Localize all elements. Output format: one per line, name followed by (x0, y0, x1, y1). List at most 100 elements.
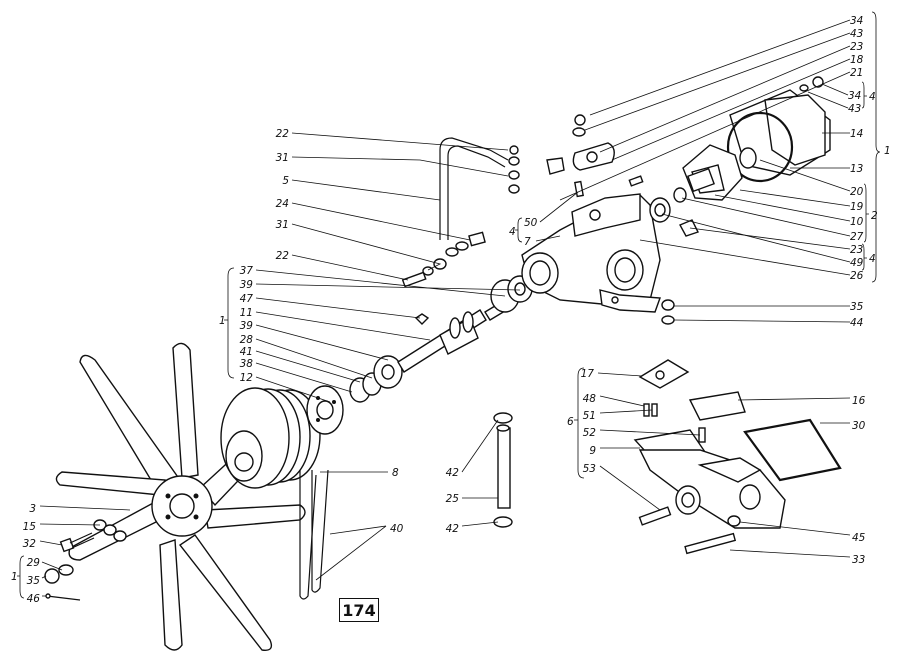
leader-line (739, 189, 851, 207)
callout-label-22: 22 (276, 128, 290, 140)
leader-line (291, 179, 441, 201)
callout-label-12: 12 (240, 372, 254, 384)
callout-label-51: 51 (583, 410, 596, 422)
callout-label-19: 19 (850, 201, 864, 213)
callout-label-25: 25 (446, 493, 460, 505)
callout-label-35: 35 (850, 301, 864, 313)
thermostat-cover-assembly (649, 76, 831, 237)
group-brace (574, 367, 585, 479)
leader-line (729, 549, 851, 558)
leader-line (315, 525, 387, 581)
leader-line (599, 45, 851, 153)
leader-line (599, 465, 661, 511)
callout-label-7: 7 (524, 236, 531, 248)
washer (661, 315, 675, 325)
callout-label-41: 41 (240, 346, 253, 358)
leader-line (255, 350, 361, 383)
callout-label-29: 29 (27, 557, 41, 569)
leader-line (714, 194, 851, 222)
leader-line (759, 159, 851, 192)
group-label-4: 4 (869, 91, 876, 103)
leader-line (291, 254, 409, 281)
group-brace (861, 243, 867, 271)
callout-label-42: 42 (446, 523, 460, 535)
callout-label-24: 24 (276, 198, 289, 210)
callout-label-34: 34 (848, 90, 861, 102)
leader-line (41, 575, 47, 579)
group-label-1: 1 (884, 145, 891, 157)
leader-line (461, 419, 499, 473)
leader-line (255, 324, 389, 361)
callout-label-22: 22 (276, 250, 290, 262)
stud-pin (574, 180, 584, 198)
leader-line (599, 429, 701, 436)
callout-label-18: 18 (850, 54, 864, 66)
callout-label-46: 46 (27, 593, 41, 605)
callout-label-44: 44 (850, 317, 863, 329)
leader-line (597, 372, 643, 377)
leader-line (255, 338, 373, 379)
callout-label-13: 13 (850, 163, 863, 175)
group-brace (515, 217, 523, 243)
leader-line (689, 227, 851, 250)
leader-line (255, 311, 431, 341)
group-brace (861, 81, 867, 109)
leader-line (329, 525, 387, 535)
leader-line (539, 191, 579, 223)
pulley (220, 385, 344, 489)
leader-line (739, 521, 851, 536)
group-brace (871, 11, 881, 283)
leader-line (39, 505, 131, 511)
group-brace (224, 267, 235, 379)
callout-label-40: 40 (390, 523, 404, 535)
callout-label-3: 3 (29, 503, 36, 515)
leader-line (611, 58, 851, 161)
leader-line (599, 395, 645, 407)
callout-label-20: 20 (850, 186, 864, 198)
callout-label-43: 43 (850, 28, 863, 40)
callout-label-45: 45 (852, 532, 866, 544)
callout-label-23: 23 (850, 244, 863, 256)
leader-line (599, 409, 653, 414)
leader-line (255, 283, 521, 291)
leader-line (255, 362, 353, 393)
callout-label-39: 39 (240, 279, 254, 291)
grease-fitting-assembly (44, 564, 81, 601)
leader-line (255, 269, 506, 297)
callout-label-37: 37 (240, 265, 254, 277)
callout-label-14: 14 (850, 128, 863, 140)
callout-label-34: 34 (850, 15, 863, 27)
leader-line (41, 561, 63, 571)
callout-label-53: 53 (583, 463, 596, 475)
group-label-4: 4 (509, 226, 516, 238)
callout-label-49: 49 (850, 257, 864, 269)
callout-label-23: 23 (850, 41, 863, 53)
leader-line (535, 235, 561, 242)
leader-line (291, 202, 471, 241)
leader-line (661, 213, 851, 263)
callout-label-38: 38 (240, 358, 254, 370)
hose-with-clamps (493, 412, 513, 528)
callout-label-11: 11 (240, 307, 253, 319)
callout-label-35: 35 (27, 575, 41, 587)
callout-label-39: 39 (240, 320, 254, 332)
callout-label-43: 43 (848, 103, 861, 115)
leader-line (255, 297, 421, 319)
leader-line (559, 71, 851, 201)
group-label-4: 4 (869, 253, 876, 265)
leader-line (461, 521, 499, 527)
group-label-layer: 14 24 41 6 1 (11, 91, 891, 583)
callout-label-47: 47 (240, 293, 254, 305)
callout-label-15: 15 (23, 521, 37, 533)
callout-label-8: 8 (392, 467, 399, 479)
group-label-6: 6 (567, 416, 574, 428)
leader-line (737, 397, 851, 401)
leader-line (821, 83, 849, 96)
leader-line (589, 19, 851, 116)
leader-line (639, 239, 851, 276)
callout-label-52: 52 (583, 427, 597, 439)
leader-line (255, 376, 331, 403)
outlet-flange-set (546, 114, 615, 175)
